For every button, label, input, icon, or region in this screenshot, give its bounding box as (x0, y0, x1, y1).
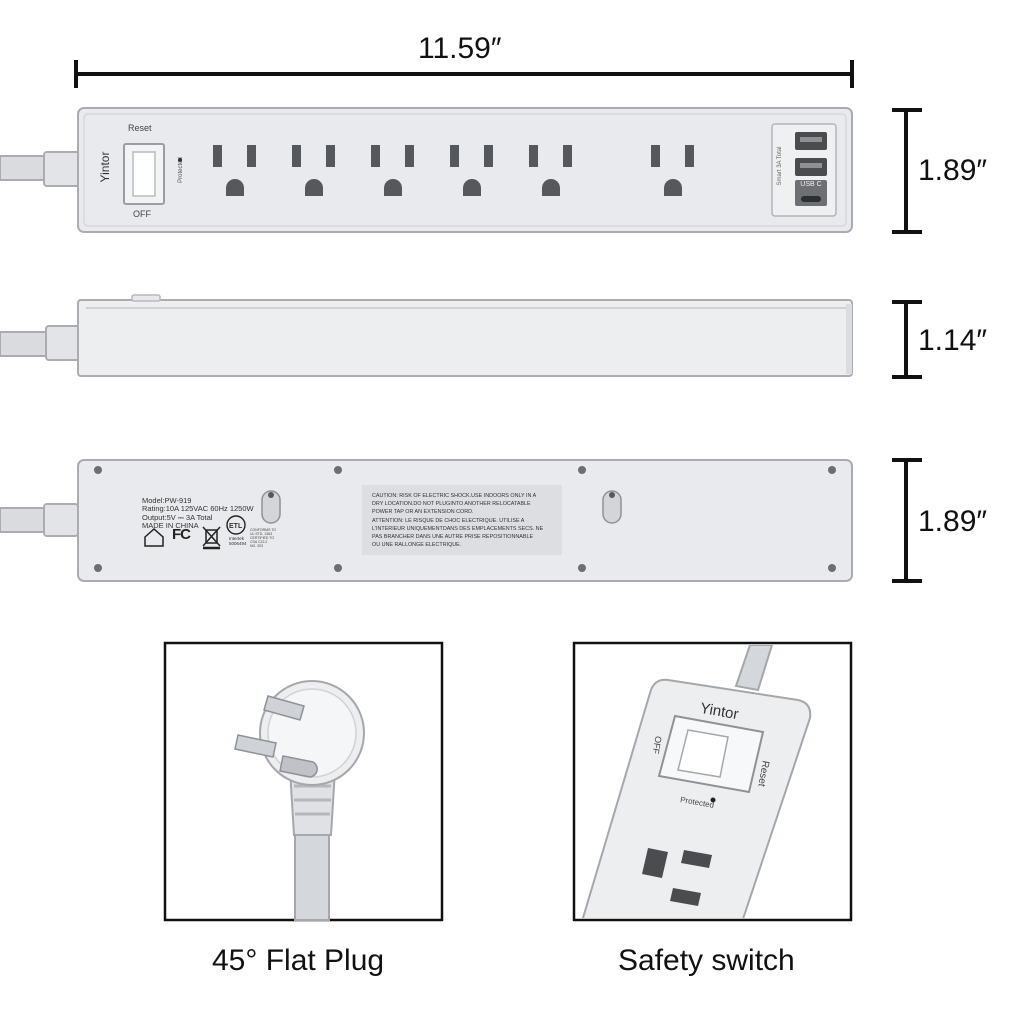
caution-line: OU UNE RALLONGE ELECTRIQUE. (372, 542, 462, 549)
front-view (0, 107, 853, 233)
caution-line: DRY LOCATION.DO NOT PLUGINTO ANOTHER REL… (372, 501, 531, 508)
side-depth-dimension-line (892, 300, 922, 379)
length-dimension-label: 11.59″ (418, 32, 502, 65)
ac-outlet (292, 145, 335, 196)
ac-outlets (213, 145, 694, 196)
caution-text: CAUTION: RISK OF ELECTRIC SHOCK.USE INDO… (372, 492, 558, 549)
ac-outlet (371, 145, 414, 196)
svg-text:ETL: ETL (229, 523, 243, 530)
usb-c-label: USB C (800, 181, 822, 188)
side-body (77, 299, 853, 377)
switch-caption: Safety switch (618, 944, 795, 977)
front-body (77, 107, 853, 233)
fcc-mark: FC (172, 526, 191, 543)
caution-line: ATTENTION: LE RISQUE DE CHOC ELECTRIQUE.… (372, 517, 525, 524)
usb-group-label: Smart 3A Total (777, 146, 783, 186)
caution-label-area (362, 485, 562, 555)
back-height-dimension-label: 1.89″ (918, 505, 988, 538)
back-view: ETL (0, 459, 853, 582)
caution-line: CAUTION: RISK OF ELECTRIC SHOCK.USE INDO… (372, 493, 537, 499)
front-off-label: OFF (133, 209, 151, 219)
spec-label: Model:PW-919 Rating:10A 125VAC 60Hz 1250… (142, 496, 254, 530)
intertek-brand: Intertek (229, 536, 245, 541)
front-height-dimension-label: 1.89″ (918, 154, 988, 187)
ac-outlet (651, 145, 694, 196)
ac-outlet (213, 145, 256, 196)
spec-line: Rating:10A 125VAC 60Hz 1250W (142, 504, 254, 514)
side-switch-nub (131, 294, 161, 302)
intertek-label: Intertek 5006494 (229, 536, 247, 546)
intertek-number: 5006494 (229, 541, 247, 546)
etl-line: CERTIFIED TO (250, 536, 275, 540)
etl-line: CONFORMS TO (250, 528, 277, 532)
plug-illustration (234, 680, 365, 921)
screws (94, 466, 836, 572)
caution-line: PAS BRANCHER DANS UNE AUTRE PRISE REPOSI… (372, 534, 534, 541)
spec-line: Model:PW-919 (142, 496, 192, 505)
back-height-dimension-line (892, 458, 922, 583)
caution-line: POWER TAP OR AN EXTENSION CORD. (372, 509, 474, 516)
weee-bin-icon (202, 526, 221, 550)
etl-line: CSA C22.2 (250, 540, 268, 544)
spec-line: Output:5V ⎓ 3A Total (142, 512, 213, 522)
side-view (0, 294, 853, 377)
ac-outlet (450, 145, 493, 196)
front-brand-logo: Yintor (98, 151, 112, 183)
keyhole-slot (602, 490, 622, 524)
etl-certification-text: CONFORMS TO UL STD. 1363 CERTIFIED TO CS… (250, 528, 276, 548)
keyhole-slot (261, 490, 281, 524)
etl-mark-icon (226, 515, 246, 535)
house-icon (144, 527, 164, 547)
etl-line: NO. 203 (250, 544, 264, 548)
ac-outlet (529, 145, 572, 196)
side-depth-dimension-label: 1.14″ (918, 324, 988, 357)
front-reset-label: Reset (128, 123, 152, 133)
etl-line: UL STD. 1363 (250, 532, 273, 536)
switch-illustration (581, 645, 812, 918)
front-protected-label: Protected (178, 157, 184, 183)
plug-caption: 45° Flat Plug (212, 944, 385, 977)
caution-line: L'INTERIEUR UNIQUEMENTDANS DES EMPLACEME… (372, 525, 544, 532)
length-dimension-line (74, 60, 854, 88)
front-height-dimension-line (892, 108, 922, 234)
spec-line: MADE IN CHINA (142, 520, 199, 530)
